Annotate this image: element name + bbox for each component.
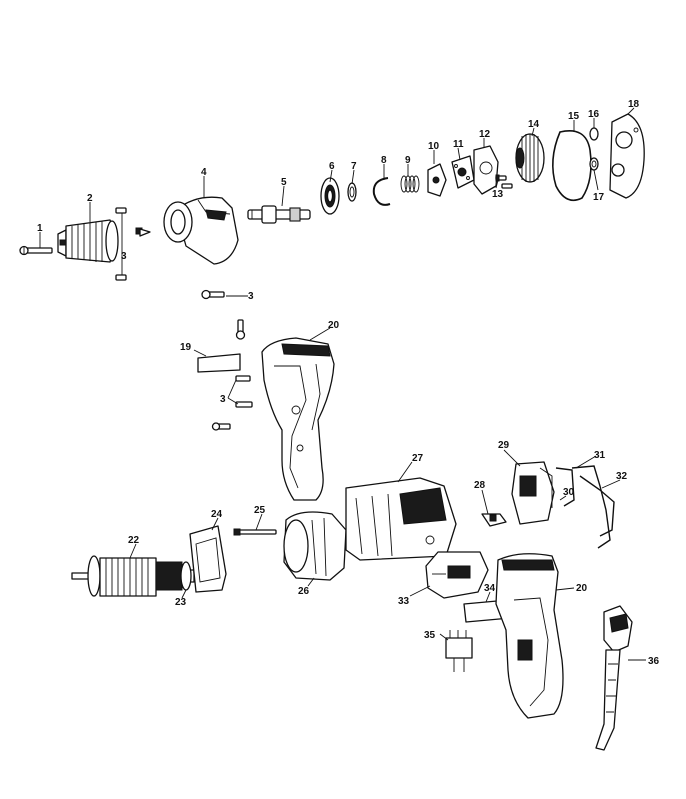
callout-3-lower-screws: 3 — [220, 394, 226, 405]
callout-6: 6 — [329, 161, 335, 172]
part-36-cord — [595, 605, 633, 751]
part-30-wire — [555, 467, 575, 507]
part-11-gear-plate — [451, 155, 475, 189]
callout-27: 27 — [412, 453, 424, 464]
callout-14: 14 — [528, 119, 540, 130]
part-8-retaining-ring — [372, 177, 391, 206]
callout-33: 33 — [398, 596, 410, 607]
part-17-washer — [589, 157, 599, 171]
part-10-clutch-plate — [427, 163, 447, 197]
part-19-label — [197, 353, 241, 373]
part-9-spring — [400, 175, 420, 193]
callout-19: 19 — [180, 342, 192, 353]
callout-35: 35 — [424, 630, 436, 641]
callout-2: 2 — [87, 193, 93, 204]
callout-32: 32 — [616, 471, 628, 482]
callout-9: 9 — [405, 155, 411, 166]
part-5-spindle — [247, 205, 311, 224]
part-4-gear-housing — [163, 196, 239, 265]
callout-10: 10 — [428, 141, 440, 152]
part-16-washer — [589, 127, 599, 141]
callout-labels: 1 2 3 4 5 6 7 8 9 10 11 12 13 14 15 16 1… — [37, 99, 660, 667]
callout-8: 8 — [381, 155, 387, 166]
part-29-switch-assembly — [511, 461, 555, 525]
callout-3-housing-screws: 3 — [248, 291, 254, 302]
callout-22: 22 — [128, 535, 140, 546]
part-31-32-leads — [571, 465, 615, 549]
callout-11: 11 — [453, 139, 464, 150]
part-14-gear — [515, 133, 545, 183]
callout-20-right-housing: 20 — [576, 583, 588, 594]
callout-12: 12 — [479, 129, 491, 140]
callout-leaders — [39, 107, 646, 661]
part-7-washer — [347, 182, 357, 202]
callout-29: 29 — [498, 440, 510, 451]
part-1-screw — [19, 245, 53, 256]
part-3-screws-chuck — [115, 207, 151, 281]
callout-28: 28 — [474, 480, 486, 491]
part-25-screws — [233, 528, 277, 536]
callout-1: 1 — [37, 223, 43, 234]
callout-3-chuck-screws: 3 — [121, 251, 127, 262]
part-28-brush-holder — [481, 513, 507, 527]
callout-36: 36 — [648, 656, 660, 667]
part-12-plate — [473, 145, 499, 195]
callout-13: 13 — [492, 189, 504, 200]
part-3-screws-housing — [201, 289, 253, 431]
callout-7: 7 — [351, 161, 357, 172]
part-22-armature — [71, 555, 195, 597]
callout-4: 4 — [201, 167, 207, 178]
callout-31: 31 — [594, 450, 606, 461]
part-23-baffle — [180, 561, 192, 591]
part-13-screws — [495, 174, 513, 189]
callout-5: 5 — [281, 177, 287, 188]
part-26-field — [283, 511, 347, 581]
part-2-chuck — [57, 219, 119, 263]
part-33-switch — [425, 551, 489, 599]
callout-18: 18 — [628, 99, 640, 110]
part-15-gasket — [552, 130, 592, 202]
callout-23: 23 — [175, 597, 187, 608]
callout-26: 26 — [298, 586, 310, 597]
callout-25: 25 — [254, 505, 266, 516]
callout-17: 17 — [593, 192, 605, 203]
part-6-bearing — [320, 177, 340, 215]
part-18-gear-cover — [609, 113, 645, 199]
part-24-baffle-ring — [189, 525, 227, 593]
part-27-motor-housing — [345, 477, 457, 561]
part-35-suppressor — [445, 630, 473, 672]
callout-20-left-housing: 20 — [328, 320, 340, 331]
callout-16: 16 — [588, 109, 600, 120]
callout-15: 15 — [568, 111, 580, 122]
part-20-housing-left — [261, 337, 335, 501]
callout-24: 24 — [211, 509, 223, 520]
part-20-housing-right — [495, 553, 564, 719]
callout-30: 30 — [563, 487, 575, 498]
callout-34: 34 — [484, 583, 496, 594]
